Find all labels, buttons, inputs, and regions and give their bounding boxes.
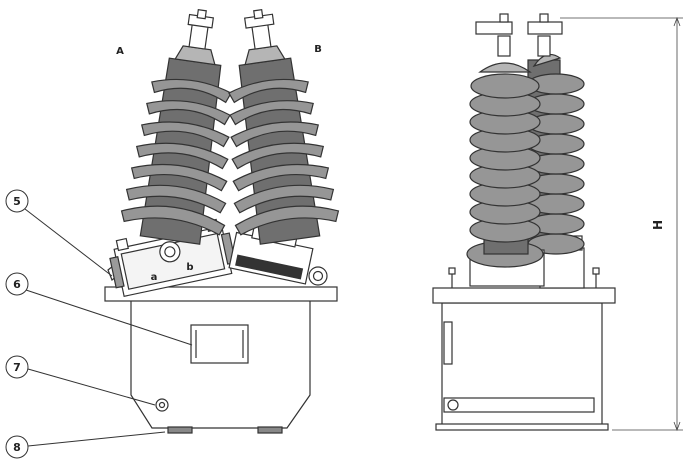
- callout-8-circle: [5, 435, 29, 459]
- right-view: [432, 13, 616, 431]
- bushing-label-a: A: [116, 46, 124, 57]
- callout-5: 5: [13, 195, 21, 208]
- dimension-label-h: H: [651, 220, 665, 230]
- bushing-a-sheds: [120, 78, 232, 236]
- cover-plate: [104, 286, 338, 302]
- bushing-b-sheds: [228, 78, 340, 236]
- dimension-h: [560, 16, 683, 432]
- callout-8: 8: [13, 441, 21, 454]
- callouts: [5, 189, 193, 459]
- foot-left: [167, 426, 193, 434]
- terminal-box: [109, 218, 237, 297]
- nameplate: [190, 324, 249, 364]
- bushing-label-b: B: [314, 44, 322, 55]
- front-bushing: [466, 62, 545, 287]
- callout-6-circle: [5, 272, 29, 296]
- callout-7-circle: [5, 355, 29, 379]
- callout-6: 6: [13, 278, 21, 291]
- foot-right: [257, 426, 283, 434]
- terminal-label-a: a: [151, 272, 158, 283]
- bushing-b: [228, 9, 340, 245]
- terminal-label-b: b: [186, 262, 193, 273]
- bushing-a: [120, 9, 232, 245]
- callout-7: 7: [13, 361, 21, 374]
- callout-5-circle: [5, 189, 29, 213]
- left-view: [104, 9, 340, 434]
